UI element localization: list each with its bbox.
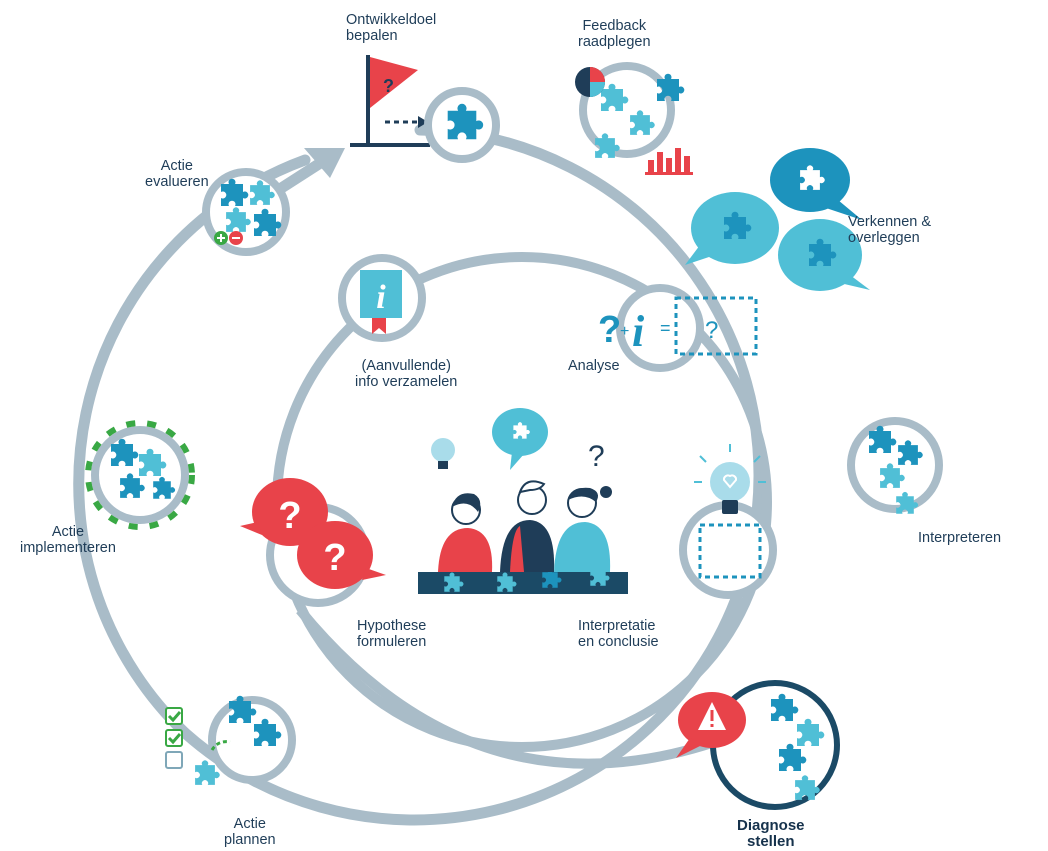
- label-line: Diagnose: [737, 817, 805, 834]
- label-line: en conclusie: [578, 634, 659, 650]
- step-label-hypothese: Hypothese formuleren: [357, 618, 426, 650]
- label-line: Interpretatie: [578, 618, 656, 634]
- step-label-info-verzamelen: (Aanvullende) info verzamelen: [355, 358, 457, 390]
- svg-text:?: ?: [383, 76, 394, 96]
- warning-icon: [676, 692, 746, 758]
- label-line: bepalen: [346, 28, 398, 44]
- label-line: raadplegen: [578, 34, 651, 50]
- bar-chart-icon: [645, 148, 693, 175]
- people-illustration: ?: [418, 408, 628, 594]
- label-line: Feedback: [582, 18, 647, 34]
- svg-text:?: ?: [705, 317, 718, 344]
- label-line: Actie: [51, 524, 85, 540]
- pie-chart-icon: [575, 67, 605, 97]
- label-line: stellen: [746, 833, 795, 850]
- plus-minus-icon: [214, 231, 243, 245]
- label-line: Actie: [233, 816, 266, 832]
- label-line: plannen: [224, 832, 276, 848]
- svg-text:+: +: [620, 323, 629, 340]
- svg-text:?: ?: [598, 309, 621, 351]
- label-line: Interpreteren: [918, 530, 1002, 546]
- question-mark-icon: ? ?: [240, 478, 386, 590]
- svg-text:?: ?: [278, 495, 301, 537]
- lightbulb-icon: [694, 444, 766, 579]
- label-line: info verzamelen: [355, 374, 458, 390]
- info-icon: i: [360, 270, 402, 334]
- label-line: implementeren: [20, 540, 116, 556]
- svg-text:?: ?: [588, 440, 605, 473]
- step-label-actie-evalueren: Actie evalueren: [145, 158, 209, 190]
- step-label-verkennen: Verkennen & overleggen: [848, 214, 931, 246]
- step-label-analyse: Analyse: [568, 358, 620, 374]
- step-label-feedback: Feedback raadplegen: [578, 18, 651, 50]
- svg-text:i: i: [376, 279, 386, 316]
- diagnose-loop: [296, 606, 737, 769]
- step-label-ontwikkeldoel: Ontwikkeldoel bepalen: [346, 12, 436, 44]
- flag-icon: ?: [350, 55, 430, 147]
- label-line: overleggen: [848, 230, 920, 246]
- step-label-interpreteren: Interpreteren: [918, 530, 1001, 546]
- speech-bubble-icon: [685, 148, 870, 291]
- step-label-diagnose: Diagnose stellen: [737, 818, 805, 850]
- label-line: Actie: [160, 158, 193, 174]
- step-label-actie-implementeren: Actie implementeren: [20, 524, 116, 556]
- svg-text:=: =: [660, 318, 671, 338]
- step-label-interpretatie: Interpretatie en conclusie: [578, 618, 659, 650]
- step-label-actie-plannen: Actie plannen: [224, 816, 276, 848]
- label-line: Ontwikkeldoel: [346, 12, 437, 28]
- checkbox-icon: [165, 707, 183, 769]
- label-line: Analyse: [568, 358, 620, 374]
- svg-text:i: i: [632, 307, 645, 356]
- label-line: Hypothese: [357, 618, 427, 634]
- svg-text:?: ?: [323, 537, 346, 579]
- label-line: formuleren: [357, 634, 427, 650]
- label-line: (Aanvullende): [361, 358, 451, 374]
- label-line: Verkennen &: [848, 214, 932, 230]
- analysis-equation-icon: ? + i = ?: [598, 296, 758, 356]
- label-line: evalueren: [145, 174, 209, 190]
